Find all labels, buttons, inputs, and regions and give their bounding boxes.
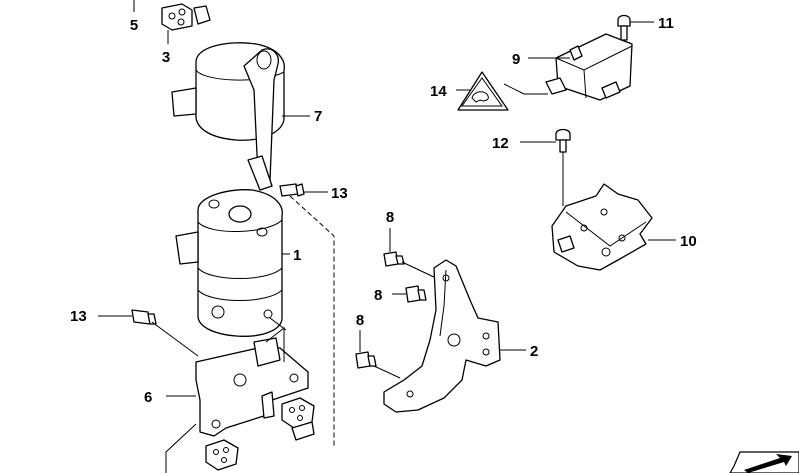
part-grommet-b bbox=[205, 439, 239, 471]
callout-14: 14 bbox=[430, 83, 447, 100]
leader-8a-b bbox=[401, 261, 437, 279]
part-bolt-upper bbox=[279, 183, 305, 197]
callout-8c: 8 bbox=[356, 312, 364, 329]
part-grommet-a bbox=[281, 397, 315, 441]
callout-5: 5 bbox=[130, 17, 138, 34]
part-bolt-8b bbox=[405, 285, 427, 303]
callout-2: 2 bbox=[530, 343, 538, 360]
callout-11: 11 bbox=[658, 15, 674, 32]
part-bolt-8c bbox=[355, 351, 377, 369]
callout-1: 1 bbox=[293, 247, 301, 264]
callout-10: 10 bbox=[680, 233, 697, 250]
part-mounting-bracket-lower bbox=[195, 317, 309, 437]
part-bolt-8a bbox=[383, 251, 405, 267]
arrow-corner-icon bbox=[729, 451, 799, 473]
part-pump-housing-upper bbox=[171, 42, 285, 191]
triangle-warning-icon bbox=[457, 71, 509, 111]
part-screw-11 bbox=[617, 14, 631, 41]
callout-7: 7 bbox=[314, 108, 322, 125]
part-bracket-plate bbox=[551, 183, 653, 271]
callout-8b: 8 bbox=[374, 287, 382, 304]
leader-8c-b bbox=[373, 365, 401, 379]
dashed-link-1 bbox=[289, 195, 335, 448]
leader-14-b bbox=[503, 83, 548, 95]
callout-9: 9 bbox=[512, 51, 520, 68]
callout-8a: 8 bbox=[386, 209, 394, 226]
part-connector-plug bbox=[161, 3, 211, 31]
callout-12: 12 bbox=[492, 135, 509, 152]
callout-3: 3 bbox=[162, 49, 170, 66]
part-sensor bbox=[545, 33, 633, 101]
part-pump-unit bbox=[175, 189, 283, 337]
part-support-bracket bbox=[383, 259, 501, 413]
part-bolt-lower bbox=[131, 309, 157, 325]
part-screw-12 bbox=[555, 128, 571, 153]
callout-13-upper: 13 bbox=[331, 185, 348, 202]
leader-13-lower-b bbox=[151, 321, 199, 357]
callout-6: 6 bbox=[144, 389, 152, 406]
callout-13-lower: 13 bbox=[70, 308, 87, 325]
leader-6-b bbox=[165, 423, 197, 473]
